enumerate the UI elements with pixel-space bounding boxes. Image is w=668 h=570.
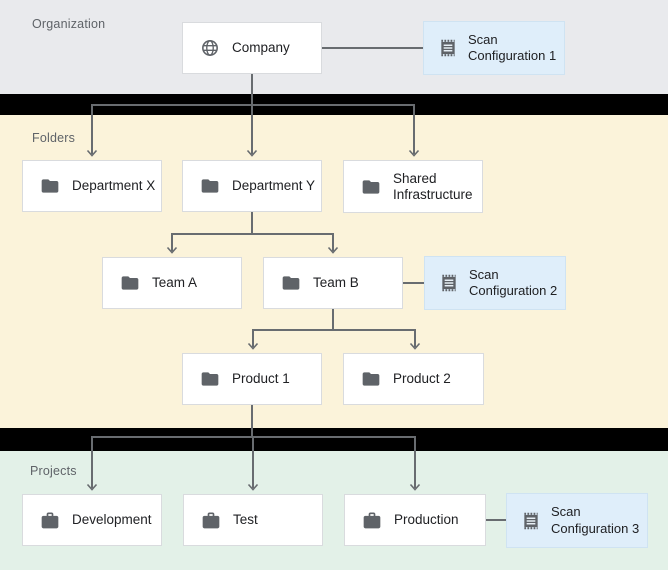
scan-config-icon <box>439 273 459 293</box>
folder-icon <box>200 369 220 389</box>
briefcase-icon <box>40 510 60 530</box>
arrowhead-test <box>247 483 259 491</box>
connector-company-to-departments <box>91 74 415 154</box>
node-label: Scan Configuration 2 <box>469 266 558 299</box>
folder-icon <box>40 176 60 196</box>
node-label: Scan Configuration 1 <box>468 31 557 64</box>
node-product-1: Product 1 <box>182 353 322 405</box>
projects-section-label: Projects <box>30 464 77 478</box>
node-label: Scan Configuration 3 <box>551 504 640 536</box>
arrowheads <box>86 149 421 491</box>
node-label: Production <box>394 512 459 527</box>
node-label: Product 1 <box>232 371 290 386</box>
connector-department-y-to-teams <box>171 212 334 251</box>
arrowhead-product-2 <box>409 342 421 350</box>
folder-icon <box>281 273 301 293</box>
briefcase-icon <box>362 510 382 530</box>
briefcase-icon <box>201 510 221 530</box>
node-label: Shared Infrastructure <box>393 170 473 202</box>
node-company: Company <box>182 22 322 74</box>
arrowhead-team-a <box>166 246 178 254</box>
node-label: Department Y <box>232 178 316 193</box>
scan-config-icon <box>521 511 541 531</box>
node-label: Company <box>232 40 290 55</box>
connector-product-1-to-projects <box>91 405 416 488</box>
node-scan-configuration-2: Scan Configuration 2 <box>424 256 566 310</box>
folder-icon <box>200 176 220 196</box>
node-scan-configuration-3: Scan Configuration 3 <box>506 493 648 548</box>
arrowhead-shared-infrastructure <box>408 149 420 157</box>
arrowhead-product-1 <box>247 342 259 350</box>
folders-section-label: Folders <box>32 131 76 145</box>
node-department-y: Department Y <box>182 160 322 212</box>
node-team-a: Team A <box>102 257 242 309</box>
section-divider <box>0 428 668 451</box>
arrowhead-development <box>86 483 98 491</box>
node-label: Team A <box>152 275 198 290</box>
node-label: Team B <box>313 275 359 290</box>
connector-team-b-to-products <box>252 309 416 347</box>
folder-icon <box>361 177 381 197</box>
node-department-x: Department X <box>22 160 162 212</box>
node-product-2: Product 2 <box>343 353 484 405</box>
arrowhead-department-x <box>86 149 98 157</box>
arrowhead-production <box>409 483 421 491</box>
organization-section-label: Organization <box>32 17 106 31</box>
globe-icon <box>200 38 220 58</box>
node-development: Development <box>22 494 162 546</box>
scan-config-icon <box>438 38 458 58</box>
folder-icon <box>120 273 140 293</box>
node-label: Test <box>233 512 258 527</box>
arrowhead-team-b <box>327 246 339 254</box>
node-label: Development <box>72 512 152 527</box>
node-label: Department X <box>72 178 156 193</box>
arrowhead-department-y <box>246 149 258 157</box>
node-production: Production <box>344 494 486 546</box>
node-shared-infrastructure: Shared Infrastructure <box>343 160 483 213</box>
node-label: Product 2 <box>393 371 451 386</box>
node-team-b: Team B <box>263 257 403 309</box>
folder-icon <box>361 369 381 389</box>
node-scan-configuration-1: Scan Configuration 1 <box>423 21 565 75</box>
node-test: Test <box>183 494 323 546</box>
